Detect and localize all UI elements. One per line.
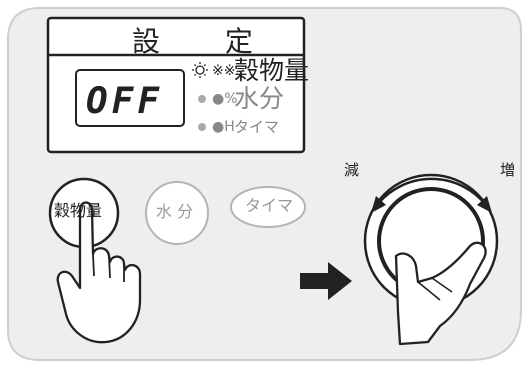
sun-icon xyxy=(192,62,208,78)
turning-hand-icon xyxy=(394,241,487,346)
grain-button-label: 穀物量 xyxy=(54,201,103,220)
indicator-symbol-grain: ※※ xyxy=(212,63,236,79)
indicator-label-grain: 穀物量 xyxy=(234,56,310,85)
rotation-arrowhead-left xyxy=(371,196,386,213)
lcd-display xyxy=(75,69,185,127)
lcd-value: OFF xyxy=(86,81,164,122)
indicator-dot-timer xyxy=(198,123,206,131)
rotation-arrowhead-right xyxy=(477,196,492,213)
timer-button[interactable] xyxy=(230,186,306,228)
increase-label: 増 xyxy=(500,161,516,179)
indicator-label-water: 水分 xyxy=(234,84,285,113)
hand-finger-lines xyxy=(417,277,453,301)
settings-title: 設 定 xyxy=(132,25,281,58)
timer-button-label: タイマ xyxy=(245,196,294,215)
rotation-arrow-icon xyxy=(376,177,487,206)
pointing-hand-icon xyxy=(56,201,142,344)
right-arrow-icon xyxy=(300,262,352,300)
water-button[interactable] xyxy=(145,181,209,245)
indicator-dot-water xyxy=(198,95,206,103)
water-button-label: 水 分 xyxy=(156,202,194,221)
indicator-label-timer: タイマ xyxy=(234,118,280,136)
decrease-label: 減 xyxy=(344,161,360,179)
indicator-symbol-timer: ●H xyxy=(212,119,235,135)
indicator-symbol-water: ●% xyxy=(212,91,238,107)
hand-crease-lines xyxy=(92,253,125,282)
